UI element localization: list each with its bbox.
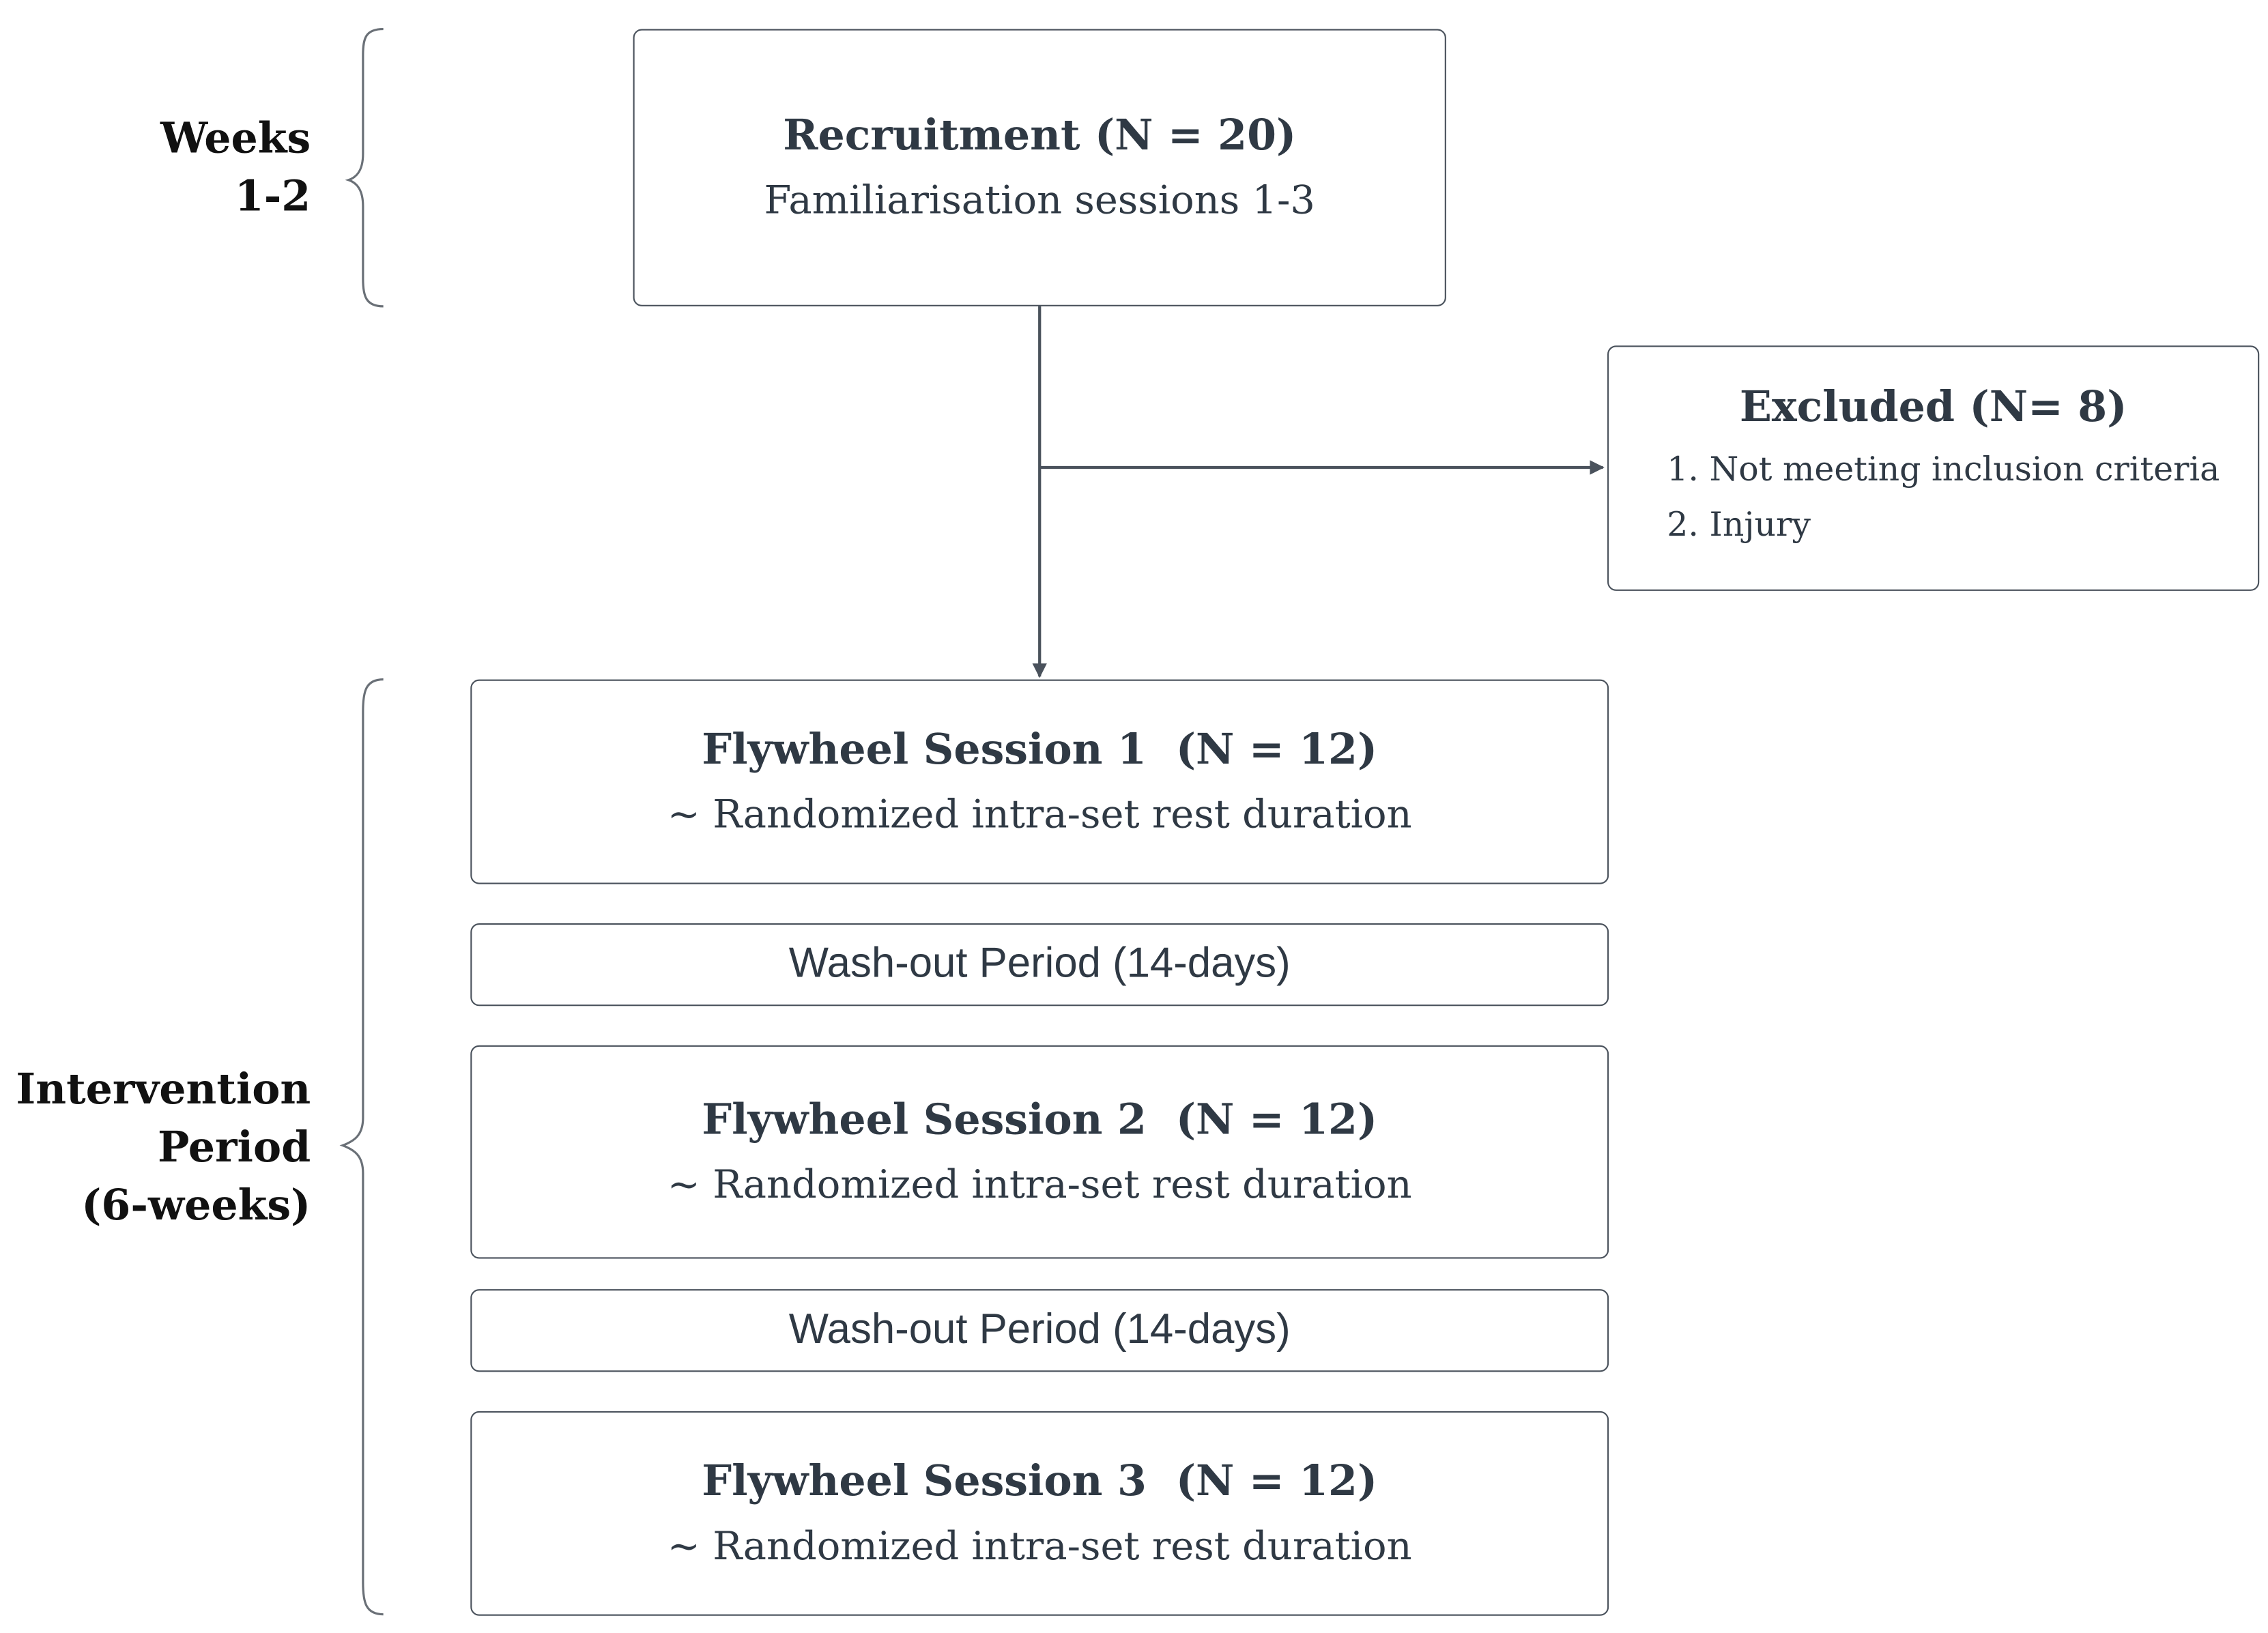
recruitment-box: Recruitment (N = 20) Familiarisation ses… xyxy=(633,29,1446,306)
session-subtitle: ~ Randomized intra-set rest duration xyxy=(667,792,1412,837)
washout-box-2: Wash-out Period (14-days) xyxy=(470,1289,1609,1372)
washout-label: Wash-out Period (14-days) xyxy=(788,1306,1291,1353)
session-title: Flywheel Session 1 (N = 12) xyxy=(702,723,1378,774)
session-box-1: Flywheel Session 1 (N = 12) ~ Randomized… xyxy=(470,679,1609,884)
weeks-label: Weeks 1-2 xyxy=(160,109,311,225)
exclusion-reasons: 1. Not meeting inclusion criteria 2. Inj… xyxy=(1667,443,2258,553)
excluded-box: Excluded (N= 8) 1. Not meeting inclusion… xyxy=(1607,345,2260,591)
intervention-label-line2: Period xyxy=(158,1122,311,1172)
intervention-brace xyxy=(339,678,384,1616)
session-title: Flywheel Session 3 (N = 12) xyxy=(702,1456,1378,1505)
session-title: Flywheel Session 2 (N = 12) xyxy=(702,1094,1378,1144)
exclusion-reason: 1. Not meeting inclusion criteria xyxy=(1667,451,2220,489)
session-box-2: Flywheel Session 2 (N = 12) ~ Randomized… xyxy=(470,1045,1609,1259)
washout-label: Wash-out Period (14-days) xyxy=(788,940,1291,987)
intervention-label-line3: (6-weeks) xyxy=(81,1180,311,1230)
excluded-title: Excluded (N= 8) xyxy=(1739,381,2127,431)
session-subtitle: ~ Randomized intra-set rest duration xyxy=(667,1162,1412,1208)
recruitment-title: Recruitment (N = 20) xyxy=(783,110,1297,160)
session-box-3: Flywheel Session 3 (N = 12) ~ Randomized… xyxy=(470,1411,1609,1616)
recruitment-subtitle: Familiarisation sessions 1-3 xyxy=(764,177,1315,223)
weeks-label-line2: 1-2 xyxy=(234,171,311,221)
exclusion-reason: 2. Injury xyxy=(1667,506,1811,545)
washout-box-1: Wash-out Period (14-days) xyxy=(470,923,1609,1007)
intervention-label-line1: Intervention xyxy=(16,1064,311,1114)
weeks-brace xyxy=(345,27,384,308)
session-subtitle: ~ Randomized intra-set rest duration xyxy=(667,1523,1412,1569)
intervention-label: Intervention Period (6-weeks) xyxy=(16,1060,311,1234)
weeks-label-line1: Weeks xyxy=(160,113,311,163)
